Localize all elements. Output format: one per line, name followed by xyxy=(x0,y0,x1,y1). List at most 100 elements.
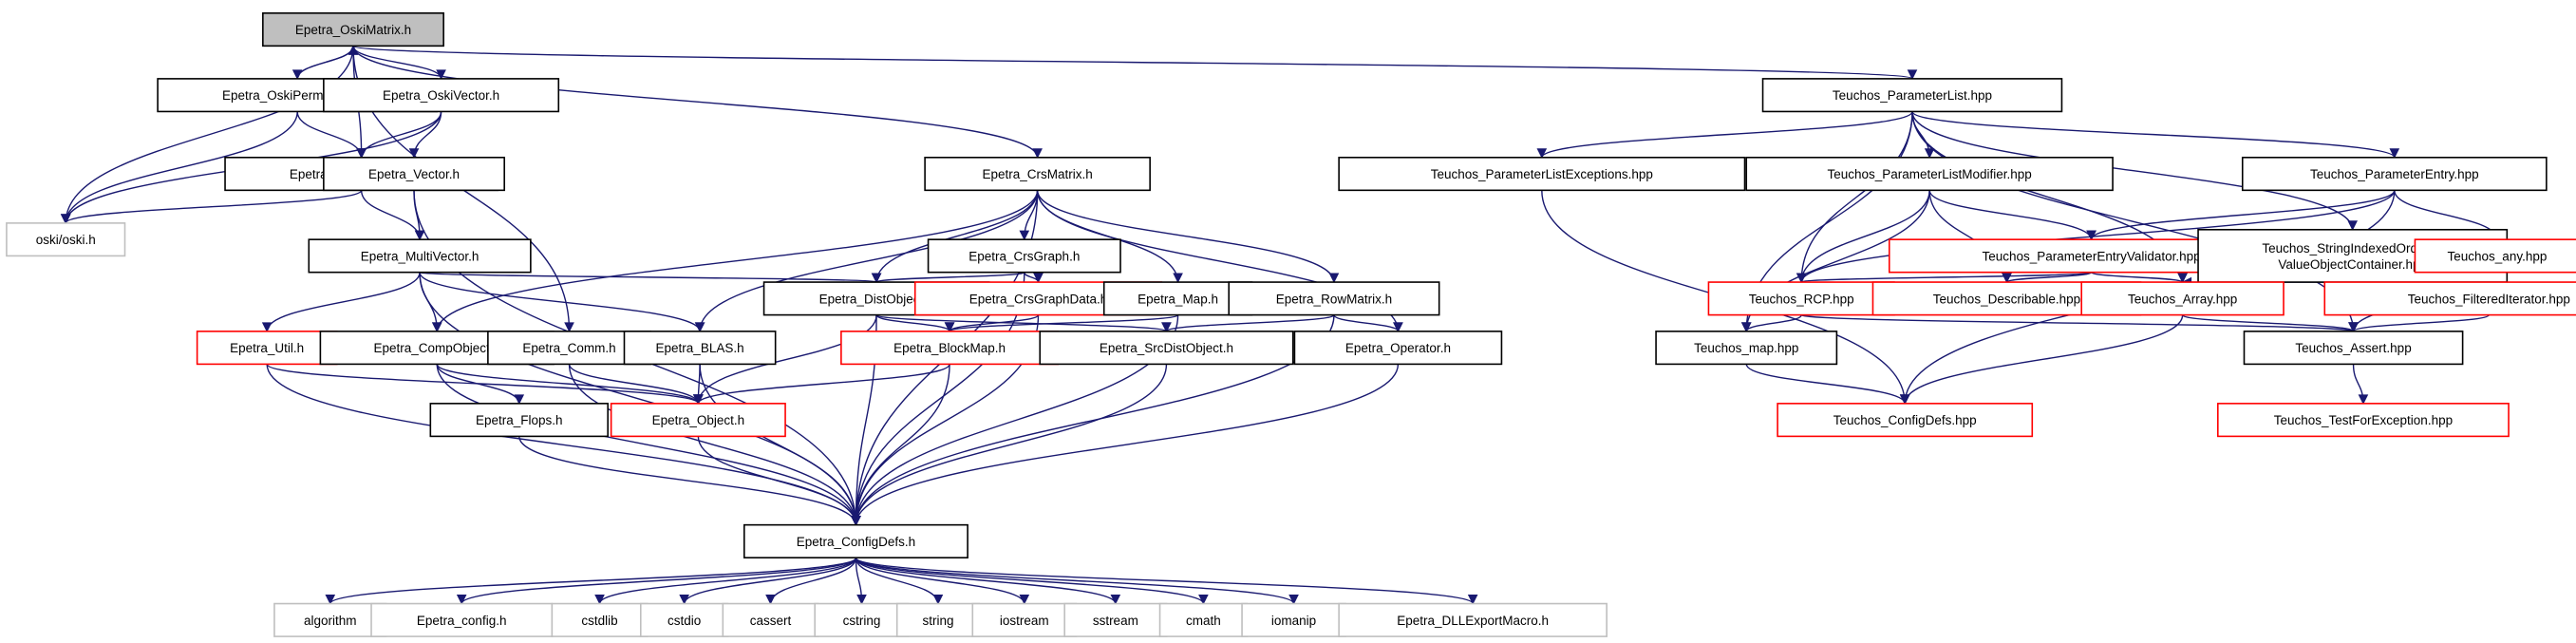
node-box xyxy=(1293,331,1503,366)
edge-line xyxy=(1745,364,1906,405)
node-rcp[interactable]: Teuchos_RCP.hpp xyxy=(1707,281,1895,316)
edge-emap-to-blockmap xyxy=(944,313,1179,332)
edge-econfigdefs-to-iostream xyxy=(855,557,1030,605)
edge-econfigdefs-to-epetra-config xyxy=(456,557,857,605)
node-rowmatrix[interactable]: Epetra_RowMatrix.h xyxy=(1228,281,1440,316)
edge-rowmatrix-to-operator xyxy=(1333,313,1403,332)
node-box xyxy=(927,238,1121,274)
node-crsmatrix[interactable]: Epetra_CrsMatrix.h xyxy=(924,156,1151,192)
arrowhead xyxy=(1019,230,1030,241)
arrowhead xyxy=(1019,595,1030,605)
node-tany[interactable]: Teuchos_any.hpp xyxy=(2414,238,2576,274)
node-srcdistobject[interactable]: Epetra_SrcDistObject.h xyxy=(1039,331,1294,366)
edge-line xyxy=(568,364,700,405)
node-plexceptions[interactable]: Teuchos_ParameterListExceptions.hpp xyxy=(1338,156,1746,192)
arrowhead xyxy=(944,322,955,332)
node-epetra-config[interactable]: Epetra_config.h xyxy=(370,602,554,637)
node-parameterentry[interactable]: Teuchos_ParameterEntry.hpp xyxy=(2241,156,2548,192)
node-algorithm[interactable]: algorithm xyxy=(273,602,387,637)
node-multivector[interactable]: Epetra_MultiVector.h xyxy=(308,238,532,274)
node-blockmap[interactable]: Epetra_BlockMap.h xyxy=(840,331,1060,366)
node-plmodifier[interactable]: Teuchos_ParameterListModifier.hpp xyxy=(1745,156,2114,192)
edge-pevalidator-to-rcp xyxy=(1796,272,2093,284)
node-filterediterator[interactable]: Teuchos_FilteredIterator.hpp xyxy=(2323,281,2576,316)
arrowhead xyxy=(1899,394,1910,405)
node-string[interactable]: string xyxy=(895,602,981,637)
node-emap[interactable]: Epetra_Map.h xyxy=(1102,281,1253,316)
edge-line xyxy=(518,436,857,525)
node-box xyxy=(1241,602,1346,637)
edge-econfigdefs-to-cstdlib xyxy=(594,557,857,605)
arrowhead xyxy=(414,230,425,241)
arrowhead xyxy=(1173,273,1183,284)
edge-line xyxy=(1911,111,2354,230)
edge-line xyxy=(461,557,857,605)
node-cassert[interactable]: cassert xyxy=(722,602,819,637)
node-oskimatrix[interactable]: Epetra_OskiMatrix.h xyxy=(262,12,444,47)
arrowhead xyxy=(2358,394,2369,405)
arrowhead xyxy=(514,394,525,405)
node-blas[interactable]: Epetra_BLAS.h xyxy=(623,331,777,366)
edge-econfigdefs-to-iomanip xyxy=(855,557,1299,605)
node-tmap[interactable]: Teuchos_map.hpp xyxy=(1655,331,1838,366)
edge-line xyxy=(329,557,857,605)
edge-line xyxy=(1541,110,1913,159)
node-box xyxy=(1761,78,2063,113)
node-oskivector[interactable]: Epetra_OskiVector.h xyxy=(323,78,560,113)
edge-line xyxy=(2352,313,2490,332)
edge-line xyxy=(2090,190,2396,240)
node-box xyxy=(308,238,532,274)
node-tarray[interactable]: Teuchos_Array.hpp xyxy=(2080,281,2285,316)
node-flops[interactable]: Epetra_Flops.h xyxy=(429,403,609,438)
node-comm[interactable]: Epetra_Comm.h xyxy=(487,331,651,366)
node-cmath[interactable]: cmath xyxy=(1158,602,1249,637)
arrowhead xyxy=(1907,69,1918,81)
node-operator[interactable]: Epetra_Operator.h xyxy=(1293,331,1503,366)
node-label: Teuchos_ParameterListExceptions.hpp xyxy=(1431,167,1653,181)
arrowhead xyxy=(1536,148,1548,159)
node-label: oski/oski.h xyxy=(36,233,96,247)
arrowhead xyxy=(1161,322,1172,332)
node-dllexport[interactable]: Epetra_DLLExportMacro.h xyxy=(1338,602,1608,637)
node-cstring[interactable]: cstring xyxy=(814,602,910,637)
edge-crsmatrix-to-rowmatrix xyxy=(1036,190,1340,284)
node-label: Teuchos_RCP.hpp xyxy=(1749,292,1854,306)
arrowhead xyxy=(456,595,467,605)
node-iomanip[interactable]: iomanip xyxy=(1241,602,1346,637)
edge-compobject-to-flops xyxy=(436,364,525,405)
edge-compobject-to-econfigdefs xyxy=(436,364,861,526)
arrowhead xyxy=(1393,322,1403,332)
node-iostream[interactable]: iostream xyxy=(971,602,1078,637)
node-crsgraph[interactable]: Epetra_CrsGraph.h xyxy=(927,238,1121,274)
node-box xyxy=(639,602,729,637)
node-util[interactable]: Epetra_Util.h xyxy=(196,331,338,366)
node-cstdio[interactable]: cstdio xyxy=(639,602,729,637)
edge-oskimatrix-to-oskivector xyxy=(352,46,446,81)
edge-line xyxy=(436,364,857,525)
node-oski[interactable]: oski/oski.h xyxy=(6,222,126,257)
node-parameterlist[interactable]: Teuchos_ParameterList.hpp xyxy=(1761,78,2063,113)
node-tconfigdefs[interactable]: Teuchos_ConfigDefs.hpp xyxy=(1777,403,2034,438)
node-stringindexed[interactable]: Teuchos_StringIndexedOrderedValueObjectC… xyxy=(2197,228,2509,283)
node-box xyxy=(2241,156,2548,192)
node-eobject[interactable]: Epetra_Object.h xyxy=(610,403,786,438)
node-label: Teuchos_Array.hpp xyxy=(2128,292,2237,306)
arrowhead xyxy=(1740,322,1752,332)
edge-line xyxy=(419,272,701,332)
edge-line xyxy=(699,364,857,525)
node-cstdlib[interactable]: cstdlib xyxy=(551,602,649,637)
node-evector[interactable]: Epetra_Vector.h xyxy=(323,156,505,192)
node-sstream[interactable]: sstream xyxy=(1063,602,1168,637)
node-box xyxy=(2217,403,2510,438)
edge-line xyxy=(1904,314,2184,404)
node-label: Epetra_BLAS.h xyxy=(656,341,744,355)
node-label: Teuchos_Describable.hpp xyxy=(1933,292,2080,306)
node-label: Epetra_OskiVector.h xyxy=(383,88,499,103)
edge-line xyxy=(683,557,857,604)
node-econfigdefs[interactable]: Epetra_ConfigDefs.h xyxy=(743,523,968,558)
edge-line xyxy=(949,313,1179,332)
node-tassert[interactable]: Teuchos_Assert.hpp xyxy=(2243,331,2464,366)
node-box xyxy=(429,403,609,438)
node-testforexception[interactable]: Teuchos_TestForException.hpp xyxy=(2217,403,2510,438)
node-box xyxy=(1707,281,1895,316)
